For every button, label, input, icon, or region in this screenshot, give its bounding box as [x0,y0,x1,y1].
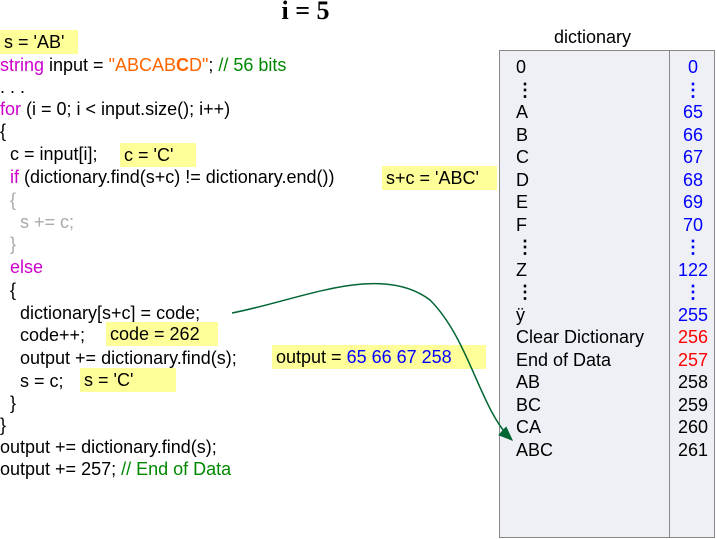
dict-key-A: A [516,102,529,122]
code-line-ellipsis: . . . [0,77,26,97]
dict-key-0: 0 [516,57,527,77]
dict-key-CA: CA [516,417,542,437]
iteration-title: i = 5 [281,0,330,25]
dictionary-codes-column: 0 ⋮ 65 66 67 68 69 70 ⋮ 122 ⋮ 255 256 25… [675,56,711,461]
dict-key-E: E [516,192,529,212]
code-line-final-output: output += dictionary.find(s); [0,437,217,457]
code-line-c-assign: c = input[i]; [0,144,98,164]
code-line-if-brace-close: } [0,234,17,254]
code-line-brace-open: { [0,121,7,141]
code-line-output-append: output += dictionary.find(s); [0,348,237,368]
dict-code-259: 259 [677,394,709,415]
code-line-s-append: s += c; [0,212,75,232]
dict-key-ABC: ABC [516,439,554,460]
dict-code-ellipsis: ⋮ [684,282,702,302]
code-line-if-brace-open: { [0,190,17,210]
dict-key-D: D [516,169,529,190]
code-line-else-brace-open: { [0,280,17,300]
code-line-end-of-data: output += 257; // End of Data [0,459,232,479]
dict-key-y-umlaut: ÿ [516,304,525,325]
dictionary-keys-column: 0 ⋮ A B C D E F ⋮ Z ⋮ ÿ Clear Dictionary… [516,56,644,461]
dict-code-66: 66 [682,124,704,145]
code-line-for: for (i = 0; i < input.size(); i++) [0,99,231,119]
dict-key-Z: Z [516,259,527,280]
dict-key-BC: BC [516,394,542,415]
dict-code-261: 261 [677,439,709,460]
output-value-note: output = 65 66 67 258 [272,345,486,369]
code-line-else: else [10,257,44,277]
code-line-input-declaration: string input = "ABCABCD"; // 56 bits [0,55,287,75]
dict-key-C: C [516,147,529,167]
dictionary-column-divider [669,50,670,538]
dictionary-table [499,50,715,538]
code-line-else-brace-close: } [0,393,17,413]
dict-code-69: 69 [682,192,704,212]
dict-code-255: 255 [677,304,709,325]
dict-code-65: 65 [682,102,704,122]
dict-code-ellipsis: ⋮ [684,237,702,257]
dict-code-256: 256 [677,327,709,347]
dict-key-clear-dictionary: Clear Dictionary [516,327,645,347]
s-new-value-note: s = 'C' [80,368,176,392]
dictionary-label: dictionary [554,27,632,47]
code-value-note: code = 262 [106,322,218,346]
dict-code-ellipsis: ⋮ [684,79,702,100]
dict-code-68: 68 [682,169,704,190]
code-line-dictionary-insert: dictionary[s+c] = code; [0,303,201,323]
dict-code-122: 122 [677,259,709,280]
dict-code-70: 70 [682,214,704,235]
dict-key-end-of-data: End of Data [516,349,612,370]
s-value-note: s = 'AB' [0,30,78,54]
dict-code-257: 257 [677,349,709,370]
dict-code-67: 67 [682,147,704,167]
code-line-if: if (dictionary.find(s+c) != dictionary.e… [10,167,335,187]
dict-key-ellipsis: ⋮ [516,282,534,302]
dict-key-B: B [516,124,529,145]
dict-key-ellipsis: ⋮ [516,79,534,100]
sc-value-note: s+c = 'ABC' [382,166,497,190]
insert-arrow [231,282,514,442]
dict-code-260: 260 [677,417,709,437]
dict-code-0: 0 [687,57,698,77]
code-line-s-assign: s = c; [0,371,64,391]
dict-key-AB: AB [516,372,541,392]
dict-key-ellipsis: ⋮ [516,237,534,257]
code-line-code-increment: code++; [0,325,86,345]
c-value-note: c = 'C' [120,143,196,167]
dict-code-258: 258 [677,372,709,392]
dict-key-F: F [516,214,527,235]
code-line-for-brace-close: } [0,415,7,435]
